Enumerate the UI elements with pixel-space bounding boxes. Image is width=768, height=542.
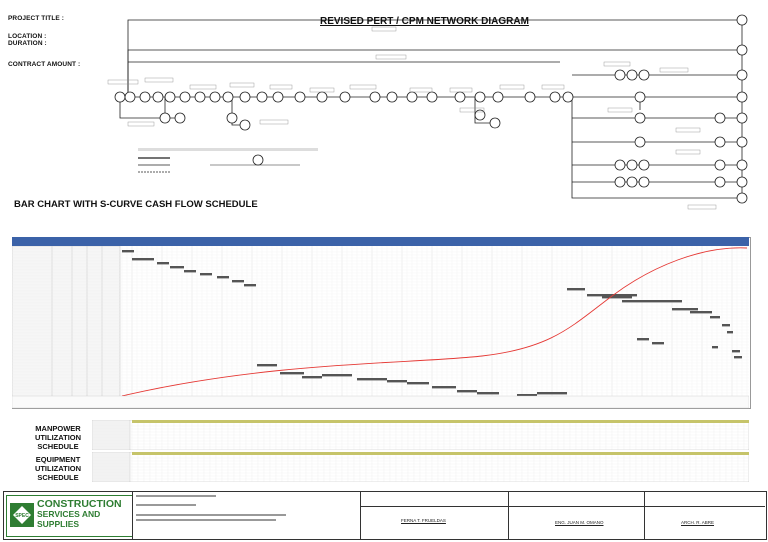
gantt-bar — [457, 390, 477, 393]
gantt-bar — [672, 308, 698, 311]
company-logo: SPEC CONSTRUCTION SERVICES AND SUPPLIES — [6, 495, 133, 537]
gantt-bars — [122, 250, 742, 399]
gantt-bar — [567, 288, 585, 291]
gantt-bar — [652, 342, 664, 345]
gantt-bar — [322, 374, 352, 377]
diagram-title: REVISED PERT / CPM NETWORK DIAGRAM — [320, 16, 529, 27]
gantt-bar — [690, 311, 712, 314]
signature-cell-3: ARCH. R. ABRE — [644, 492, 766, 539]
gantt-s-curve — [12, 246, 749, 409]
gantt-bar — [517, 394, 537, 397]
network-nodes — [114, 14, 748, 204]
gantt-bar — [232, 280, 244, 283]
gantt-bar — [587, 294, 637, 297]
barchart-title: BAR CHART WITH S-CURVE CASH FLOW SCHEDUL… — [14, 199, 258, 210]
svg-text:SPEC: SPEC — [15, 513, 29, 519]
company-name-line2: SERVICES AND SUPPLIES — [37, 509, 101, 529]
manpower-title-line2: UTILIZATION — [34, 433, 82, 442]
equipment-title-line2: UTILIZATION — [34, 464, 82, 473]
signature-cell-1: FERNA T. FRUELDAS — [360, 492, 509, 539]
project-info-cell — [132, 492, 361, 539]
gantt-bar — [734, 356, 742, 359]
project-title-label: PROJECT TITLE : — [8, 15, 65, 22]
gantt-bar — [637, 338, 649, 341]
manpower-title-line1: MANPOWER — [35, 424, 81, 433]
gantt-bar — [157, 262, 169, 265]
contract-amount-label: CONTRACT AMOUNT : — [8, 61, 81, 68]
gantt-bar — [710, 316, 720, 319]
pert-network-diagram — [107, 14, 748, 210]
bar-chart-header-row — [12, 237, 749, 246]
duration-label: DURATION : — [8, 40, 47, 47]
gantt-bar — [170, 266, 184, 269]
equipment-title-line3: SCHEDULE — [37, 473, 79, 482]
network-arrows — [118, 19, 743, 199]
gantt-bar — [122, 250, 134, 253]
equipment-table — [92, 452, 749, 482]
gantt-bar — [257, 364, 277, 367]
gantt-bar — [622, 300, 662, 303]
gantt-bar — [727, 331, 733, 334]
network-legend — [138, 148, 318, 173]
gantt-bar — [217, 276, 229, 279]
gantt-bar — [722, 324, 730, 327]
company-logo-icon: SPEC — [10, 503, 34, 527]
gantt-bar — [662, 300, 682, 303]
activity-table — [12, 246, 121, 407]
location-label: LOCATION : — [8, 33, 47, 40]
gantt-bar — [732, 350, 740, 353]
gantt-bar — [602, 296, 632, 299]
company-name: CONSTRUCTION SERVICES AND SUPPLIES — [37, 499, 132, 529]
manpower-table — [92, 420, 749, 450]
signature-3: ARCH. R. ABRE — [681, 520, 715, 525]
gantt-bar — [477, 392, 499, 395]
gantt-bar — [537, 392, 567, 395]
equipment-title-line1: EQUIPMENT — [35, 455, 81, 464]
signature-2: ENG. JUAN M. OMANO — [555, 520, 604, 525]
gantt-bar — [280, 372, 304, 375]
gantt-bar — [387, 380, 407, 383]
s-curve-line — [121, 247, 748, 397]
gantt-bar — [132, 258, 154, 261]
title-block: SPEC CONSTRUCTION SERVICES AND SUPPLIES … — [3, 491, 767, 540]
gantt-bar — [184, 270, 196, 273]
summary-rows — [12, 395, 749, 409]
gantt-grid — [12, 246, 749, 396]
manpower-title: MANPOWER UTILIZATION SCHEDULE — [18, 424, 98, 451]
gantt-bar — [407, 382, 429, 385]
gantt-bar — [712, 346, 718, 349]
signature-1: FERNA T. FRUELDAS — [401, 518, 446, 523]
company-name-line1: CONSTRUCTION — [37, 498, 122, 510]
signature-cell-2: ENG. JUAN M. OMANO — [508, 492, 645, 539]
manpower-title-line3: SCHEDULE — [37, 442, 79, 451]
activity-label-boxes — [107, 26, 717, 210]
gantt-bar — [432, 386, 456, 389]
gantt-bar — [302, 376, 322, 379]
equipment-title: EQUIPMENT UTILIZATION SCHEDULE — [18, 455, 98, 482]
gantt-bar — [200, 273, 212, 276]
gantt-bar — [357, 378, 387, 381]
gantt-bar — [244, 284, 256, 287]
